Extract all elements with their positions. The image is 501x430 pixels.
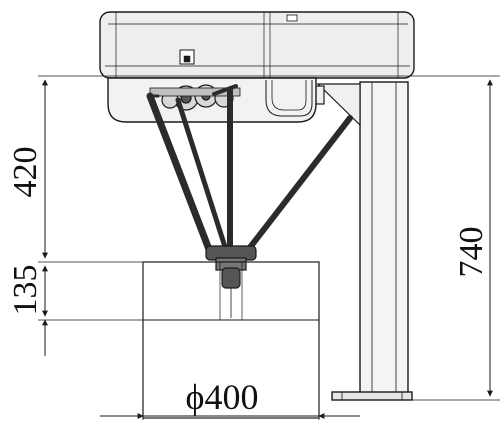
dim-work-diameter: ϕ400	[186, 377, 259, 417]
reference-lines	[38, 75, 500, 420]
dim-lower-height: 135	[7, 265, 44, 316]
workspace-envelope	[142, 261, 320, 419]
dim-upper-height: 420	[7, 147, 44, 198]
support-column	[331, 81, 413, 401]
dimension-lines	[42, 79, 493, 419]
delta-arms	[146, 84, 353, 256]
end-effector	[205, 245, 257, 318]
dim-total-height: 740	[453, 227, 490, 278]
